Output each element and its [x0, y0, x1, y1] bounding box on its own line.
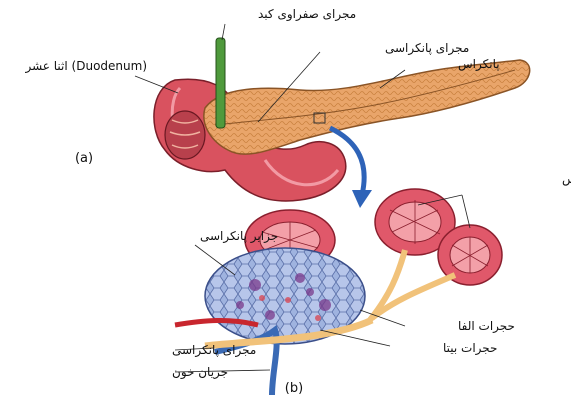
label-islets: جزایر پانکراسی [200, 229, 278, 244]
label-pancreatic-duct-top: مجرای پانکراسی [385, 41, 469, 56]
pancreas-shape [204, 60, 530, 154]
label-alpha-cells: حجرات الفا [458, 319, 515, 334]
label-panel-b: (b) [285, 381, 303, 396]
label-exocrine: بخش اگزوکرین پانکراس [562, 172, 571, 187]
label-panel-a: (a) [75, 151, 93, 166]
label-blood-flow: جریان خون [172, 365, 228, 380]
label-pancreatic-duct-bottom: مجرای پانکراسی [172, 343, 256, 358]
bile-duct-shape [216, 38, 225, 128]
label-bile-duct: مجرای صفراوی کبد [258, 7, 356, 22]
label-pancreas: پانکراس [458, 57, 500, 72]
label-beta-cells: حجرات بیتا [443, 341, 497, 356]
artery [175, 320, 258, 325]
label-duodenum: اثنا عشر (Duodenum) [24, 59, 147, 74]
